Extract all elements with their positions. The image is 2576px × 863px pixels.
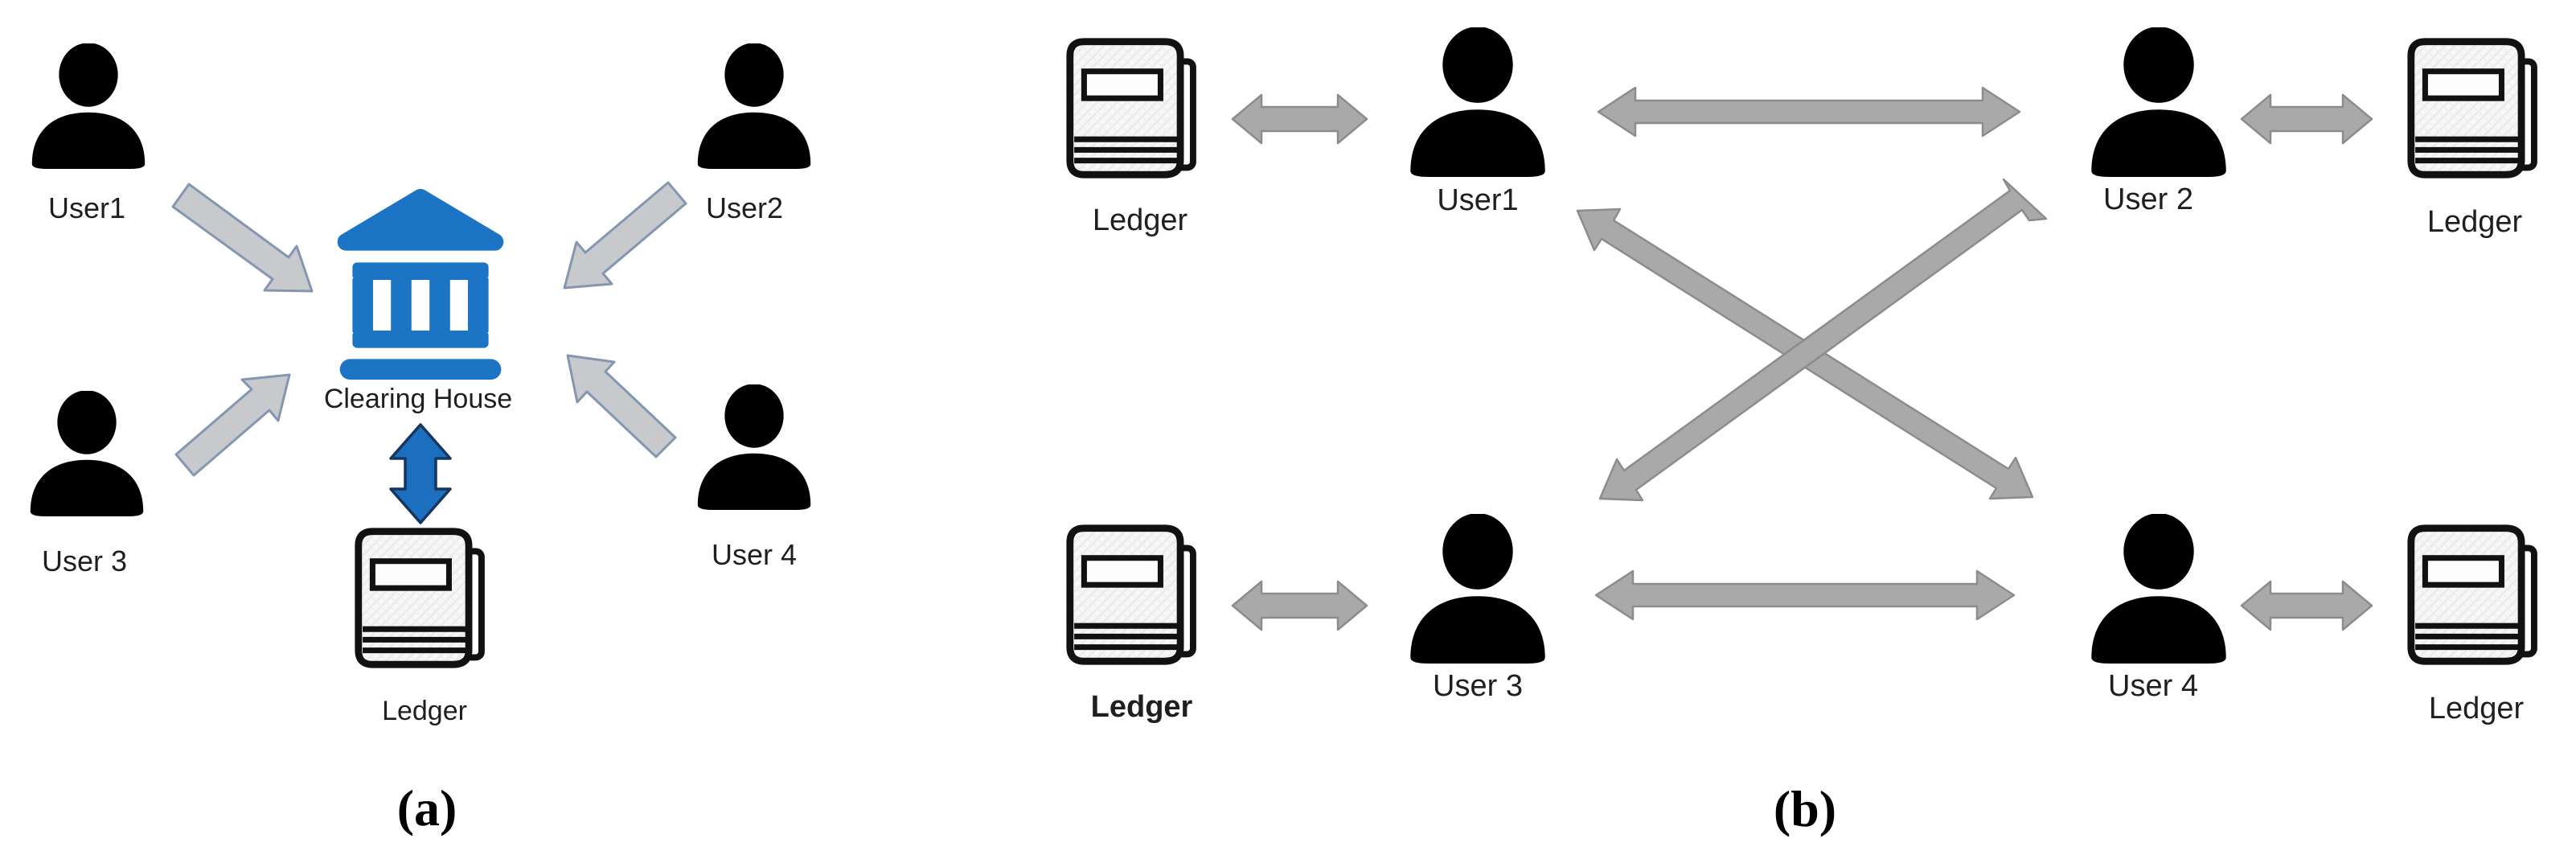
panel-b-user1-label: User1 xyxy=(1437,183,1519,217)
panel-b-ledger-bottom-left xyxy=(1063,524,1204,672)
panel-b-user1 xyxy=(1403,27,1553,178)
panel-a-clearing-house xyxy=(324,183,517,380)
person-icon xyxy=(691,370,817,524)
arrow-user4a-to-clearinghouse xyxy=(566,354,677,458)
panel-b-user4-label: User 4 xyxy=(2108,669,2198,703)
ledger-book-icon xyxy=(351,527,493,675)
panel-a-caption: (a) xyxy=(396,779,457,836)
arrow-user3b-user2b xyxy=(1598,178,2048,502)
panel-a-user3 xyxy=(24,376,150,531)
arrow-user4b-ledgerbr xyxy=(2240,580,2373,631)
person-icon xyxy=(24,376,150,531)
panel-b-user3-label: User 3 xyxy=(1433,669,1523,703)
person-icon xyxy=(1403,27,1553,178)
bank-icon xyxy=(324,183,517,380)
panel-a-user2-label: User2 xyxy=(705,191,784,224)
panel-a-user4 xyxy=(691,370,817,524)
arrow-clearinghouse-ledger xyxy=(389,423,452,524)
person-icon xyxy=(2084,513,2233,664)
panel-b-ledger-top-left-label: Ledger xyxy=(1092,203,1188,237)
panel-a-user2 xyxy=(691,29,817,183)
panel-b-ledger-bottom-right xyxy=(2404,524,2545,672)
ledger-book-icon xyxy=(1063,524,1204,672)
panel-b-ledger-top-left xyxy=(1063,37,1204,185)
person-icon xyxy=(2084,27,2233,178)
person-icon xyxy=(26,29,151,183)
panel-b-user3 xyxy=(1403,513,1553,664)
ledger-book-icon xyxy=(2404,37,2545,185)
panel-b-user2 xyxy=(2084,27,2233,178)
arrow-user3b-user4b xyxy=(1594,569,2016,621)
panel-a-ledger xyxy=(351,527,493,675)
panel-b-ledger-bottom-left-label: Ledger xyxy=(1090,690,1193,724)
arrow-user3a-to-clearinghouse xyxy=(174,373,291,477)
panel-a-user4-label: User 4 xyxy=(711,538,798,571)
panel-a-user1 xyxy=(26,29,151,183)
arrow-user1b-user2b xyxy=(1597,86,2021,138)
panel-b-user2-label: User 2 xyxy=(2103,183,2193,216)
arrow-ledgertl-user1b xyxy=(1231,93,1368,145)
arrow-user2a-to-clearinghouse xyxy=(563,181,687,290)
arrow-user1a-to-clearinghouse xyxy=(171,183,314,293)
person-icon xyxy=(691,29,817,183)
panel-b-ledger-top-right xyxy=(2404,37,2545,185)
panel-b-user4 xyxy=(2084,513,2233,664)
panel-a-clearing-house-label: Clearing House xyxy=(323,384,513,414)
panel-a-ledger-label: Ledger xyxy=(382,696,467,726)
panel-a-user3-label: User 3 xyxy=(41,545,128,577)
panel-b-ledger-bottom-right-label: Ledger xyxy=(2428,692,2525,725)
person-icon xyxy=(1403,513,1553,664)
ledger-book-icon xyxy=(1063,37,1204,185)
arrow-ledgerbl-user3b xyxy=(1231,580,1368,631)
panel-b-ledger-top-right-label: Ledger xyxy=(2426,205,2523,239)
arrow-user2b-ledgertr xyxy=(2240,93,2373,145)
ledger-book-icon xyxy=(2404,524,2545,672)
panel-b-caption: (b) xyxy=(1773,780,1837,837)
panel-a-user1-label: User1 xyxy=(47,191,126,224)
